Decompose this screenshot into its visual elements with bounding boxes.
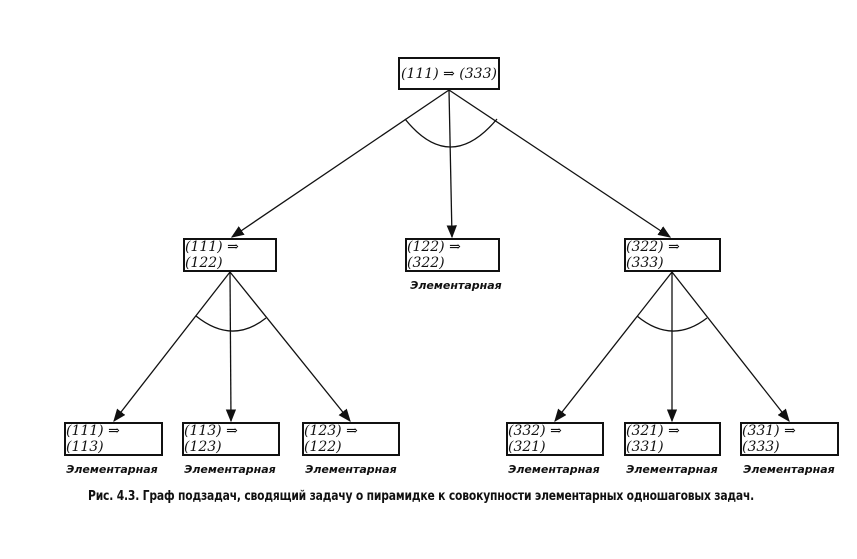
label-elementary: Элементарная — [508, 463, 600, 476]
node-rl: (332) ⇒ (321) — [506, 422, 604, 456]
label-elementary: Элементарная — [743, 463, 835, 476]
label-elementary: Элементарная — [305, 463, 397, 476]
edge-right-rr — [671, 271, 790, 423]
node-lm: (113) ⇒ (123) — [182, 422, 280, 456]
edge-root-right — [448, 89, 672, 238]
label-elementary: Элементарная — [626, 463, 718, 476]
node-rr: (331) ⇒ (333) — [740, 422, 839, 456]
and-arc-root — [404, 118, 498, 148]
label-elementary: Элементарная — [184, 463, 276, 476]
node-right: (322) ⇒ (333) — [624, 238, 721, 272]
node-middle: (122) ⇒ (322) — [405, 238, 500, 272]
label-elementary: Элементарная — [66, 463, 158, 476]
node-left: (111) ⇒ (122) — [183, 238, 277, 272]
edge-left-lr — [229, 271, 351, 423]
and-arc-left — [195, 315, 267, 332]
and-arc-right — [636, 315, 708, 332]
label-elementary: Элементарная — [410, 279, 502, 292]
node-lr: (123) ⇒ (122) — [302, 422, 400, 456]
edge-left-ll — [113, 271, 231, 423]
edge-root-middle — [446, 89, 457, 239]
node-root: (111) ⇒ (333) — [398, 57, 500, 90]
node-rm: (321) ⇒ (331) — [624, 422, 721, 456]
edge-right-rl — [554, 271, 673, 423]
edge-left-lm — [225, 271, 237, 423]
node-ll: (111) ⇒ (113) — [64, 422, 163, 456]
figure-caption: Рис. 4.3. Граф подзадач, сводящий задачу… — [88, 489, 755, 504]
edge-root-left — [230, 89, 450, 238]
